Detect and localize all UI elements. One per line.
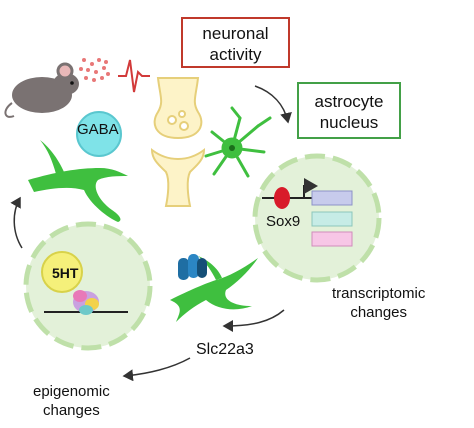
transcriptomic-changes-label: transcriptomic changes (332, 284, 425, 322)
astrocyte-nucleus-line1: astrocyte (314, 92, 384, 111)
epigenomic-changes-label: epigenomic changes (33, 382, 110, 420)
spike-trace-icon (118, 59, 150, 93)
astrocyte-branch-icon (28, 140, 128, 222)
slc22a3-transporter-icon (178, 254, 207, 280)
astrocyte-icon (204, 106, 272, 178)
5ht-label: 5HT (52, 265, 79, 281)
astrocyte-nucleus-line2: nucleus (319, 113, 379, 132)
neuronal-activity-line2: activity (209, 45, 262, 64)
epigenome-nucleus-icon (23, 221, 153, 351)
sox9-label: Sox9 (266, 213, 301, 230)
nucleosome-icon (44, 290, 128, 315)
arrow-transcriptome-to-slc (222, 309, 285, 332)
stimulus-dots-icon (79, 58, 110, 82)
gaba-label: GABA (77, 121, 119, 138)
astrocyte-nucleus-box: astrocyte nucleus (297, 82, 401, 139)
slc22a3-label: Slc22a3 (196, 341, 254, 358)
epigenomic-line2: changes (43, 402, 100, 419)
gaba-vesicle-icon (76, 111, 122, 157)
arrow-epigenome-to-gaba (10, 196, 23, 249)
neuronal-activity-line1: neuronal (202, 24, 269, 43)
5ht-vesicle-icon (41, 251, 83, 293)
transcriptomic-line1: transcriptomic (332, 285, 426, 302)
arrow-activity-to-nucleus (254, 85, 292, 124)
transcriptomic-line2: changes (350, 304, 408, 321)
transporter-branch-icon (170, 256, 258, 322)
neuronal-activity-box: neuronal activity (181, 17, 290, 68)
arrow-slc-to-epigenome (122, 357, 191, 382)
synapse-icon (150, 77, 206, 207)
epigenomic-line1: epigenomic (33, 383, 110, 400)
sox9-gene-icon (262, 178, 353, 247)
mouse-icon (4, 62, 79, 118)
